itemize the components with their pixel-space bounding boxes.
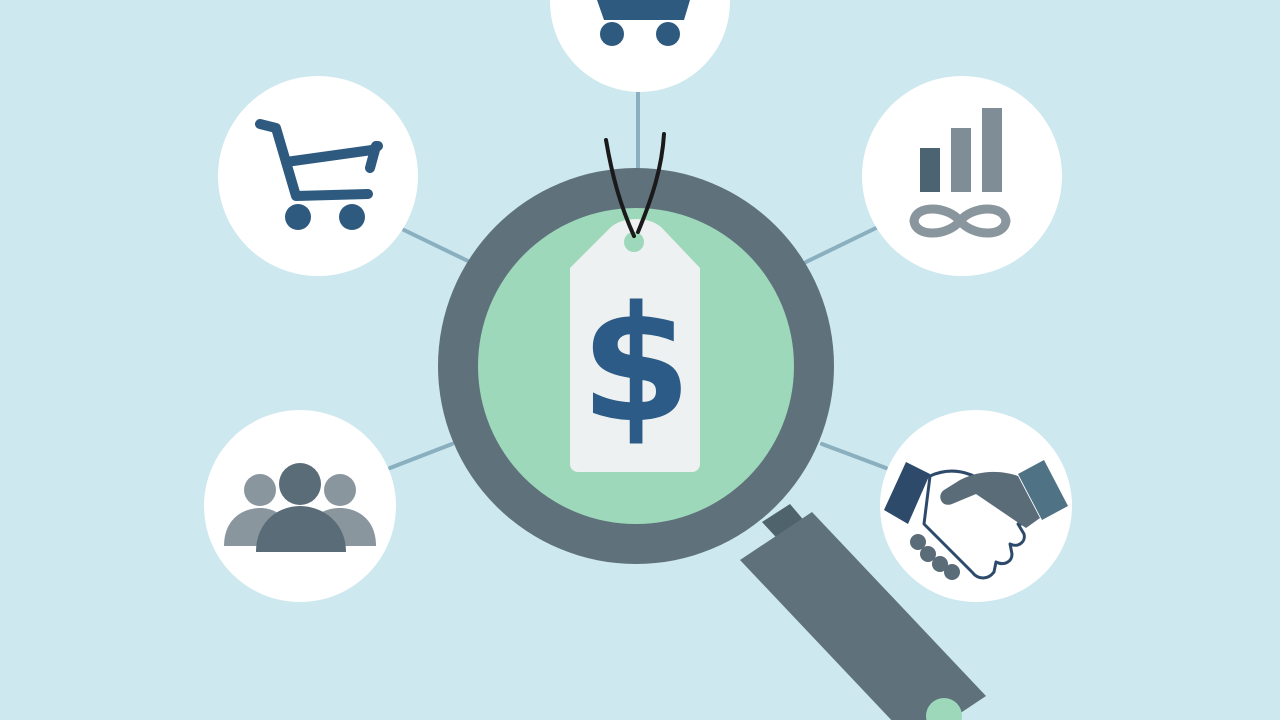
connector-upper-right — [804, 226, 878, 264]
cart-wheel-left — [285, 204, 311, 230]
hand-dark — [940, 471, 1040, 528]
cart-wheel-right — [339, 204, 365, 230]
tag-string-left — [604, 138, 636, 238]
infinity-icon — [909, 204, 1011, 238]
bar-1 — [920, 148, 940, 192]
people-group-icon — [224, 463, 376, 552]
bar-2 — [951, 128, 971, 192]
connector-lower-left — [388, 442, 454, 470]
bar-chart-icon — [920, 108, 1002, 192]
upper-left-circle — [218, 76, 418, 276]
price-tag-icon: $ — [570, 132, 700, 472]
handshake-icon — [884, 460, 1068, 580]
upper-right-circle — [862, 76, 1062, 276]
connector-lower-right — [820, 442, 888, 470]
cuff-right — [1018, 460, 1068, 520]
lower-left-circle — [204, 410, 396, 602]
handle-cap — [926, 698, 962, 720]
price-symbol: $ — [580, 271, 691, 458]
tag-hole — [624, 232, 644, 252]
cuff-left — [884, 462, 930, 524]
tag-string-right — [636, 132, 666, 234]
connector-upper-left — [402, 228, 472, 264]
magnifying-glass-handle — [740, 504, 986, 720]
lower-right-circle — [880, 410, 1072, 602]
bar-3 — [982, 108, 1002, 192]
shopping-cart-icon — [597, 0, 690, 46]
connector-lines — [388, 86, 888, 470]
tag-body — [570, 219, 700, 472]
shopping-cart-icon — [255, 119, 383, 201]
top-circle — [550, 0, 730, 92]
knuckles — [910, 534, 960, 580]
